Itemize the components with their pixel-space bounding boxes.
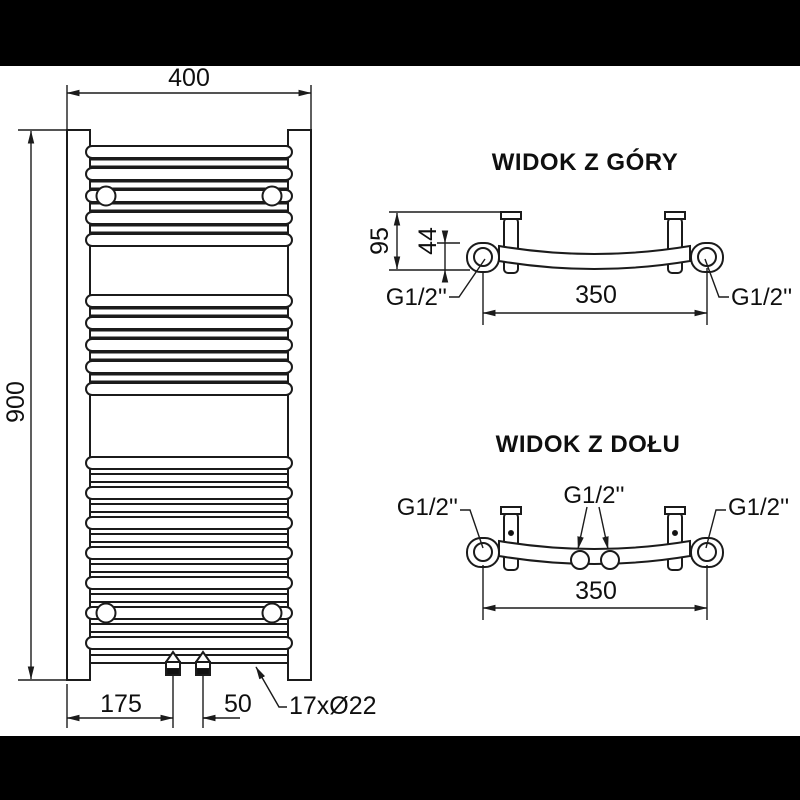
thread-label-right: G1/2'' [705, 494, 789, 549]
rung [85, 338, 293, 352]
svg-text:G1/2'': G1/2'' [731, 284, 792, 311]
rung [85, 606, 293, 620]
dim-depth: 95 [366, 211, 501, 271]
rung [85, 546, 293, 560]
dim-centers-top: 350 [482, 268, 708, 325]
dim-width: 400 [66, 64, 312, 130]
rung-spacer [89, 180, 289, 190]
curved-tube [498, 244, 691, 270]
rung [85, 636, 293, 650]
svg-text:G1/2'': G1/2'' [397, 494, 458, 521]
thread-label-left: G1/2'' [397, 494, 484, 549]
rung-spacer [89, 307, 289, 317]
rung-label: 17xØ22 [289, 692, 377, 720]
rung [85, 233, 293, 247]
valve-cone-icon [164, 650, 182, 663]
bottom-view: WIDOK Z DOŁU G1/2'' G1/2'' [397, 431, 789, 620]
rung-spacer [89, 329, 289, 339]
rung [85, 145, 293, 159]
thread-label-right: G1/2'' [704, 258, 792, 311]
dim-height: 900 [2, 129, 67, 681]
rung-spacer [89, 158, 289, 168]
dim-valves: 175 50 [66, 684, 252, 728]
letterbox-top [0, 0, 800, 66]
dim-offset: 44 [414, 227, 460, 283]
letterbox-bottom [0, 736, 800, 800]
top-view-title: WIDOK Z GÓRY [492, 148, 678, 176]
bottom-bracket-left [500, 506, 522, 571]
thread-label-center: G1/2'' [563, 482, 625, 550]
rung-spacer [89, 593, 289, 603]
dim-centers-bottom-label: 350 [575, 577, 617, 605]
dim-width-label: 400 [168, 64, 210, 92]
rung-spacer [89, 533, 289, 543]
collector-left [66, 129, 91, 681]
rung [85, 211, 293, 225]
dim-depth-label: 95 [366, 227, 394, 255]
rung [85, 167, 293, 181]
svg-text:G1/2'': G1/2'' [728, 494, 789, 521]
rung [85, 516, 293, 530]
top-view: WIDOK Z GÓRY 95 44 [366, 148, 792, 325]
rung-spacer [89, 202, 289, 212]
rung-spacer [89, 224, 289, 234]
valve-cone-icon [194, 650, 212, 663]
rung [85, 576, 293, 590]
rung-spacer [89, 654, 289, 664]
thread-port-left [473, 542, 493, 562]
svg-text:G1/2'': G1/2'' [563, 482, 624, 509]
bottom-bracket-right [664, 506, 686, 571]
rung [85, 456, 293, 470]
rung [85, 316, 293, 330]
mount-bracket-top-right [261, 185, 283, 207]
thread-label-left: G1/2'' [386, 258, 486, 311]
dim-offset-label: 44 [414, 227, 442, 255]
supply-port-left [570, 550, 590, 570]
valve-left [164, 650, 182, 728]
rung-spacer [89, 473, 289, 483]
dim-centers-bottom: 350 [482, 565, 708, 620]
mount-bracket-bottom-right [261, 602, 283, 624]
mount-bracket-bottom-left [95, 602, 117, 624]
bottom-view-title: WIDOK Z DOŁU [496, 431, 681, 458]
rung [85, 189, 293, 203]
rung-spacer [89, 503, 289, 513]
rung [85, 382, 293, 396]
rung-spacer [89, 563, 289, 573]
dim-valve-spacing-label: 50 [224, 690, 252, 718]
collector-right [287, 129, 312, 681]
dim-valve-offset-label: 175 [100, 690, 142, 718]
rung [85, 486, 293, 500]
dim-centers-top-label: 350 [575, 281, 617, 309]
curved-tube [498, 539, 691, 565]
supply-port-right [600, 550, 620, 570]
mount-bracket-top-left [95, 185, 117, 207]
rung [85, 294, 293, 308]
rung-callout: 17xØ22 [255, 666, 377, 720]
rung-spacer [89, 623, 289, 633]
front-view: 400 900 175 50 17xØ22 [2, 64, 377, 728]
dim-height-label: 900 [2, 381, 30, 423]
rung-group [85, 145, 293, 664]
thread-port-left [473, 247, 493, 267]
rung-spacer [89, 351, 289, 361]
svg-text:G1/2'': G1/2'' [386, 284, 447, 311]
rung [85, 360, 293, 374]
rung-spacer [89, 373, 289, 383]
